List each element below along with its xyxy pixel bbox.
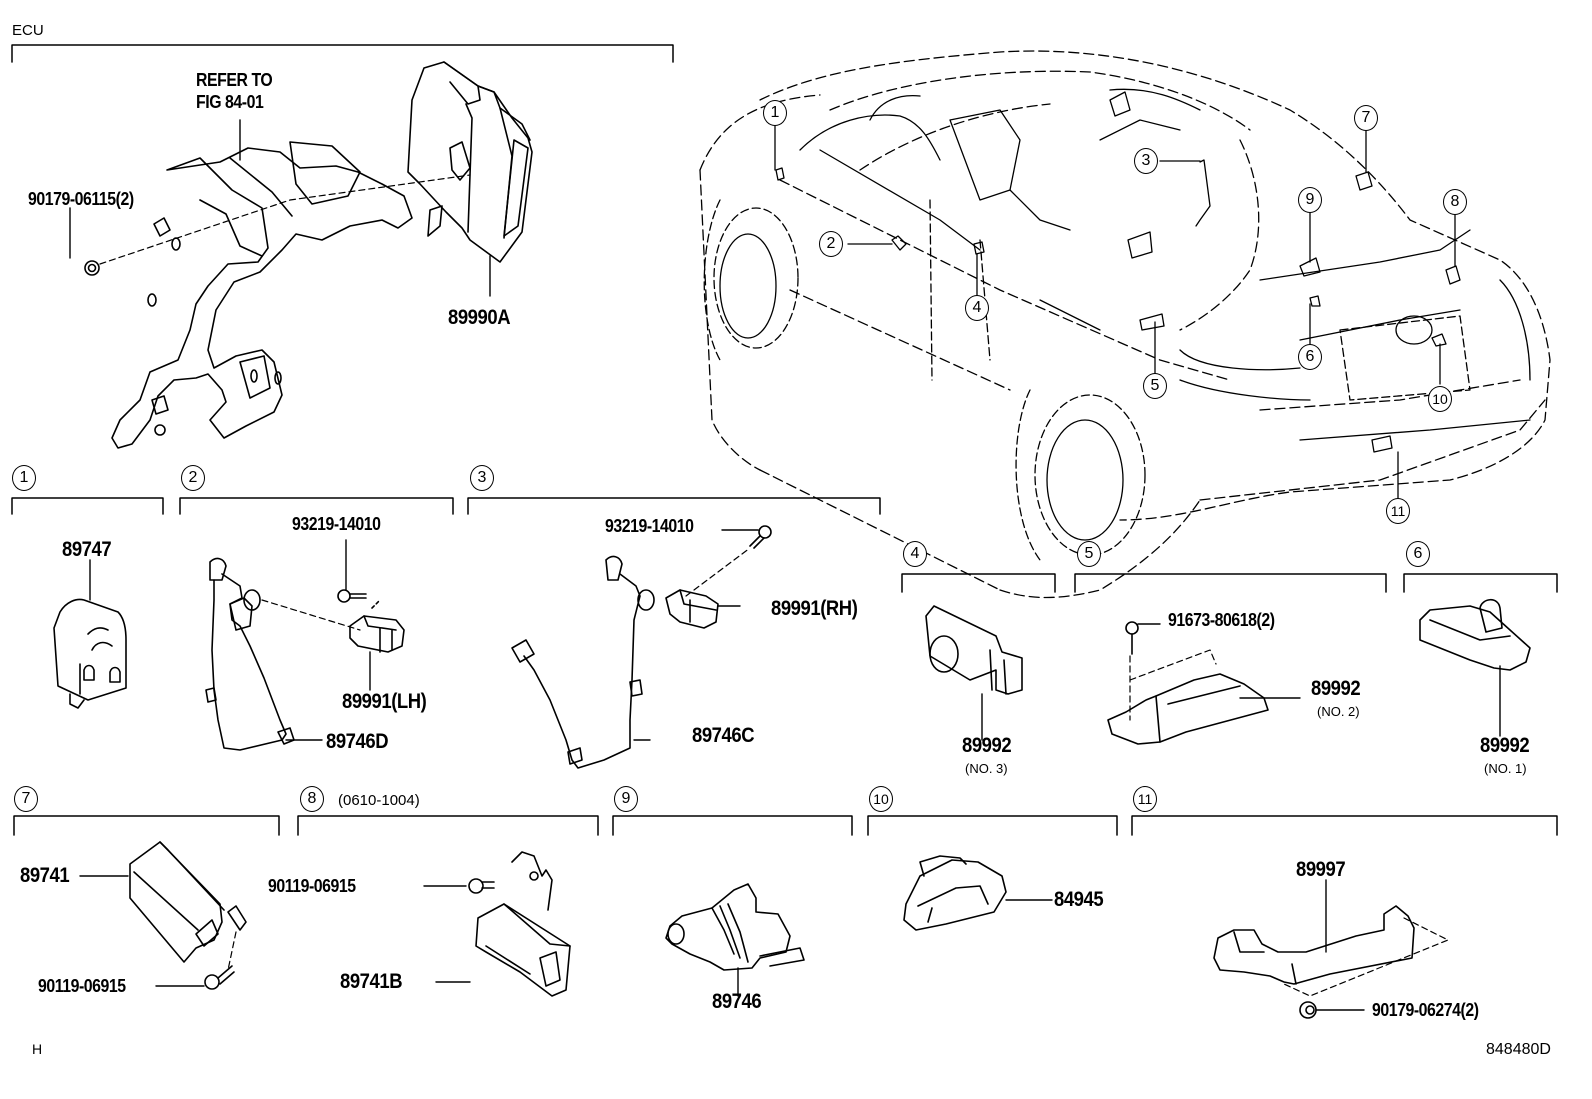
section-11-number[interactable]: 11	[1133, 786, 1157, 812]
car-callout-1[interactable]: 1	[763, 100, 787, 126]
part-89747-drawing	[53, 559, 127, 709]
part-label-91673-80618[interactable]: 91673-80618(2)	[1168, 610, 1275, 630]
part-89992-no2-drawing	[1107, 621, 1301, 745]
car-callout-4[interactable]: 4	[965, 295, 989, 321]
part-89746-drawing	[665, 883, 805, 997]
sensor-89991-lh-drawing	[349, 599, 405, 691]
car-callout-5[interactable]: 5	[1143, 373, 1167, 399]
ecu-section-title: ECU	[12, 22, 44, 39]
nut-90179-06115-drawing	[69, 174, 471, 276]
part-label-89746d[interactable]: 89746D	[326, 730, 389, 753]
part-label-93219-14010-rh[interactable]: 93219-14010	[605, 516, 694, 536]
section-8-bracket	[297, 815, 599, 836]
car-callout-11[interactable]: 11	[1386, 498, 1410, 524]
bolt-90119-06915-s8-drawing	[423, 878, 495, 894]
section-11-bracket	[1131, 815, 1558, 836]
section-1-bracket	[11, 497, 164, 515]
section-1-number[interactable]: 1	[12, 465, 36, 491]
refer-note-line2: FIG 84-01	[196, 92, 264, 112]
part-sub-no2: (NO. 2)	[1317, 704, 1360, 719]
bolt-90119-06915-s7-drawing	[155, 965, 235, 990]
car-callout-8[interactable]: 8	[1443, 189, 1467, 215]
section-9-bracket	[612, 815, 853, 836]
part-label-89997[interactable]: 89997	[1296, 858, 1346, 881]
clip-90179-06274-drawing	[1299, 1001, 1365, 1019]
part-label-89741[interactable]: 89741	[20, 864, 70, 887]
corner-mark: H	[32, 1041, 43, 1057]
part-label-89741b[interactable]: 89741B	[340, 970, 403, 993]
section-10-bracket	[867, 815, 1118, 836]
part-sub-no3: (NO. 3)	[965, 761, 1008, 776]
section-10-number[interactable]: 10	[869, 786, 893, 812]
section-7-number[interactable]: 7	[14, 786, 38, 812]
part-label-89992-no2[interactable]: 89992	[1311, 677, 1361, 700]
part-label-89990a[interactable]: 89990A	[448, 306, 511, 329]
part-label-89746c[interactable]: 89746C	[692, 724, 755, 747]
section-3-bracket	[467, 497, 881, 515]
part-89741b-drawing	[435, 851, 571, 997]
bolt-93219-14010-rh-drawing	[721, 525, 772, 549]
section-4-bracket	[901, 573, 1056, 593]
part-label-89991-rh[interactable]: 89991(RH)	[771, 597, 858, 620]
car-callout-10[interactable]: 10	[1428, 386, 1452, 412]
part-label-90179-06115[interactable]: 90179-06115(2)	[28, 189, 134, 209]
part-label-90179-06274[interactable]: 90179-06274(2)	[1372, 1000, 1479, 1020]
section-6-bracket	[1403, 573, 1558, 593]
ecu-section-bracket	[11, 44, 674, 63]
car-callout-9[interactable]: 9	[1298, 187, 1322, 213]
section-8-number[interactable]: 8	[300, 786, 324, 812]
bolt-93219-14010-lh-drawing	[337, 539, 367, 603]
car-callout-2[interactable]: 2	[819, 231, 843, 257]
car-callout-3[interactable]: 3	[1134, 148, 1158, 174]
part-label-90119-06915-s7[interactable]: 90119-06915	[38, 976, 126, 996]
section-4-number[interactable]: 4	[903, 541, 927, 567]
vehicle-overview-drawing	[699, 50, 1551, 599]
car-callout-7[interactable]: 7	[1354, 105, 1378, 131]
section-3-number[interactable]: 3	[470, 465, 494, 491]
part-89992-no1-drawing	[1419, 598, 1531, 737]
part-label-89746[interactable]: 89746	[712, 990, 762, 1013]
ecu-unit-89990a-drawing	[407, 61, 533, 297]
part-89997-drawing	[1213, 879, 1449, 997]
section-6-number[interactable]: 6	[1406, 541, 1430, 567]
sensor-89991-rh-drawing	[665, 547, 751, 629]
section-7-bracket	[13, 815, 280, 836]
section-5-number[interactable]: 5	[1077, 541, 1101, 567]
harness-89746d-drawing	[205, 557, 361, 751]
part-label-89747[interactable]: 89747	[62, 538, 112, 561]
ecu-bracket-drawing	[111, 141, 413, 449]
part-89741-drawing	[79, 841, 247, 971]
section-8-date-range: (0610-1004)	[338, 792, 420, 809]
part-sub-no1: (NO. 1)	[1484, 761, 1527, 776]
part-label-89992-no3[interactable]: 89992	[962, 734, 1012, 757]
part-label-93219-14010-lh[interactable]: 93219-14010	[292, 514, 381, 534]
part-89992-no3-drawing	[925, 605, 1023, 741]
section-5-bracket	[1074, 573, 1387, 593]
refer-note-line1: REFER TO	[196, 70, 273, 90]
figure-code: 848480D	[1486, 1041, 1551, 1058]
car-callout-6[interactable]: 6	[1298, 344, 1322, 370]
part-label-89991-lh[interactable]: 89991(LH)	[342, 690, 427, 713]
part-84945-drawing	[903, 855, 1053, 931]
section-2-bracket	[179, 497, 454, 515]
section-9-number[interactable]: 9	[614, 786, 638, 812]
part-label-89992-no1[interactable]: 89992	[1480, 734, 1530, 757]
harness-89746c-drawing	[511, 555, 655, 769]
part-label-90119-06915-s8[interactable]: 90119-06915	[268, 876, 356, 896]
part-label-84945[interactable]: 84945	[1054, 888, 1104, 911]
section-2-number[interactable]: 2	[181, 465, 205, 491]
